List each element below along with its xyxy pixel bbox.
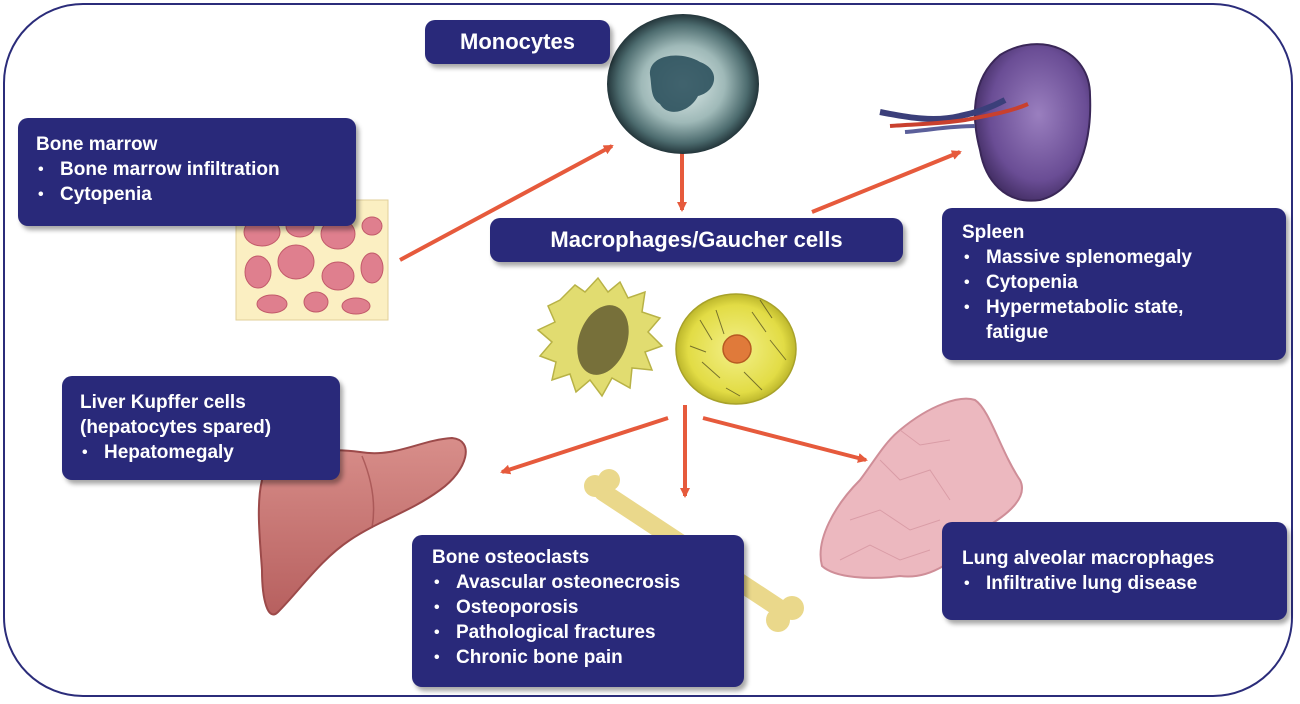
macrophage-cell-icon — [536, 276, 664, 398]
spleen-item: Cytopenia — [962, 270, 1266, 295]
monocytes-label-box: Monocytes — [425, 20, 610, 64]
bone-osteoclasts-item: Osteoporosis — [432, 595, 724, 620]
monocyte-cell-icon — [607, 14, 759, 154]
spleen-list: Massive splenomegaly Cytopenia Hypermeta… — [962, 245, 1266, 345]
macrophages-label: Macrophages/Gaucher cells — [550, 227, 843, 252]
spleen-item: Massive splenomegaly — [962, 245, 1266, 270]
arrow-to-lung — [702, 416, 868, 463]
bone-osteoclasts-item: Avascular osteonecrosis — [432, 570, 724, 595]
bone-osteoclasts-list: Avascular osteonecrosis Osteoporosis Pat… — [432, 570, 724, 670]
lung-title: Lung alveolar macrophages — [962, 548, 1215, 569]
macrophages-label-box: Macrophages/Gaucher cells — [490, 218, 903, 262]
bone-marrow-item: Bone marrow infiltration — [36, 157, 338, 182]
bone-osteoclasts-item: Pathological fractures — [432, 620, 724, 645]
rounded-frame — [3, 3, 1293, 697]
bone-osteoclasts-box: Bone osteoclasts Avascular osteonecrosis… — [412, 535, 744, 687]
bone-marrow-title: Bone marrow — [36, 134, 158, 155]
arrow-macrophages-to-spleen — [811, 150, 962, 214]
bone-osteoclasts-title: Bone osteoclasts — [432, 547, 590, 568]
bone-marrow-list: Bone marrow infiltration Cytopenia — [36, 157, 338, 207]
lung-list: Infiltrative lung disease — [962, 571, 1267, 596]
spleen-box: Spleen Massive splenomegaly Cytopenia Hy… — [942, 208, 1286, 360]
lung-box: Lung alveolar macrophages Infiltrative l… — [942, 522, 1287, 620]
bone-marrow-item: Cytopenia — [36, 182, 338, 207]
liver-box: Liver Kupffer cells (hepatocytes spared)… — [62, 376, 340, 480]
bone-marrow-box: Bone marrow Bone marrow infiltration Cyt… — [18, 118, 356, 226]
spleen-icon — [879, 43, 1092, 202]
spleen-item: Hypermetabolic state, fatigue — [962, 295, 1236, 345]
liver-title-line1: Liver Kupffer cells — [80, 392, 246, 413]
liver-title-line2: (hepatocytes spared) — [80, 417, 272, 438]
liver-list: Hepatomegaly — [80, 440, 322, 465]
lung-item: Infiltrative lung disease — [962, 571, 1267, 596]
liver-item: Hepatomegaly — [80, 440, 322, 465]
arrow-to-liver — [500, 416, 669, 475]
arrow-marrow-to-monocytes — [399, 144, 614, 262]
bone-osteoclasts-item: Chronic bone pain — [432, 645, 724, 670]
arrows — [399, 144, 962, 498]
monocytes-label: Monocytes — [460, 29, 575, 54]
spleen-title: Spleen — [962, 222, 1025, 243]
liver-icon — [257, 436, 467, 616]
gaucher-cell-icon — [675, 293, 797, 405]
